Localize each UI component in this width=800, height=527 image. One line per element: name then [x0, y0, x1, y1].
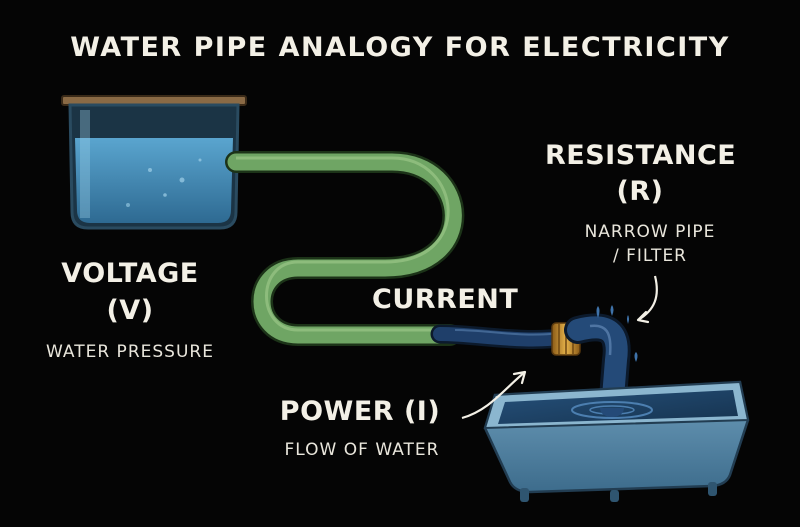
voltage-label: VOLTAGE	[61, 258, 199, 289]
resistance-description-line1: NARROW PIPE	[584, 222, 716, 242]
voltage-symbol: (V)	[106, 295, 154, 326]
tank-reflection	[80, 110, 90, 218]
dark-hose	[430, 324, 580, 349]
voltage-description: WATER PRESSURE	[46, 342, 214, 362]
resistance-label: RESISTANCE	[545, 140, 737, 171]
arrow-to-resistance	[636, 275, 658, 324]
tub-leg	[610, 490, 619, 502]
water-droplet	[610, 305, 614, 316]
water-droplet	[627, 315, 629, 324]
resistance-symbol: (R)	[616, 176, 664, 207]
water-droplet	[596, 306, 600, 318]
resistance-description-line2: / FILTER	[613, 246, 687, 266]
tub-water	[498, 390, 738, 424]
tub-leg	[520, 488, 529, 502]
tank-water	[75, 138, 233, 223]
power-description: FLOW OF WATER	[284, 440, 440, 460]
power-label: POWER (I)	[279, 396, 441, 427]
water-tank	[61, 95, 247, 230]
green-pipe	[225, 151, 465, 346]
water-droplet	[634, 352, 638, 362]
page-title: WATER PIPE ANALOGY FOR ELECTRICITY	[70, 32, 730, 63]
current-label: CURRENT	[372, 284, 519, 315]
bathtub	[483, 380, 750, 502]
arrow-to-tub	[461, 370, 527, 420]
outlet-spout	[564, 305, 638, 424]
tub-leg	[708, 482, 717, 496]
